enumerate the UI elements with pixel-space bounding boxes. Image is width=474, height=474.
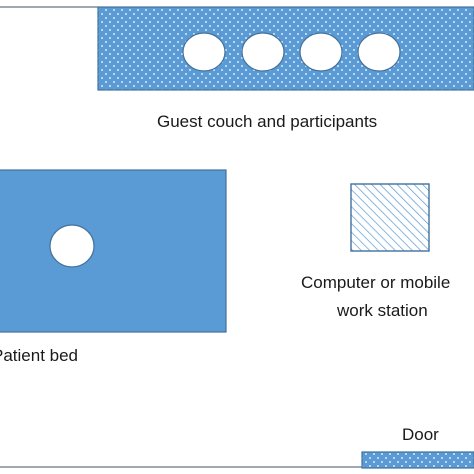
patient-bed-body bbox=[0, 169, 227, 333]
participant-seat bbox=[357, 32, 401, 72]
patient-head bbox=[49, 224, 95, 268]
guest-couch-body bbox=[97, 6, 474, 91]
participant-seat bbox=[182, 32, 226, 72]
participant-seat bbox=[241, 32, 285, 72]
guest-couch-label: Guest couch and participants bbox=[157, 112, 378, 131]
door-label: Door bbox=[402, 425, 439, 444]
computer-station-label-line1: Computer or mobile bbox=[301, 273, 451, 292]
patient-bed-label: Patient bed bbox=[0, 346, 79, 365]
computer-station-label-line2: work station bbox=[337, 301, 428, 320]
computer-work-station bbox=[350, 183, 430, 252]
guest-couch bbox=[97, 6, 474, 91]
patient-bed bbox=[0, 169, 227, 333]
participant-seat bbox=[299, 32, 343, 72]
door bbox=[361, 451, 474, 469]
